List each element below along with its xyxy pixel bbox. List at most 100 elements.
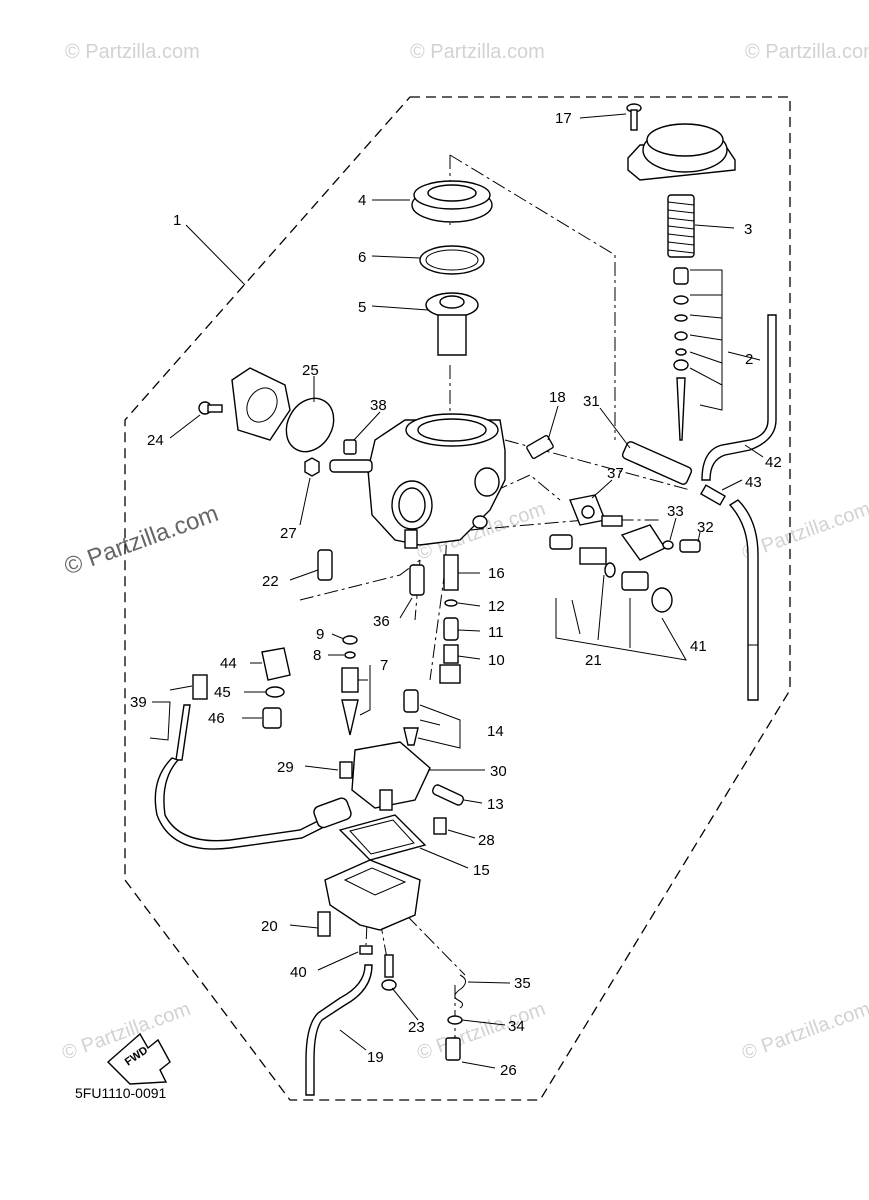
part-hose-19: [305, 964, 373, 1096]
part-screw-23: [381, 954, 397, 991]
callout-7: 7: [380, 657, 388, 674]
callout-34: 34: [508, 1018, 525, 1035]
part-8: [344, 651, 356, 659]
callout-11: 11: [488, 624, 504, 641]
callout-14: 14: [487, 723, 504, 740]
callout-30: 30: [490, 763, 507, 780]
part-pin-13: [432, 784, 464, 806]
part-screw-28: [433, 817, 447, 835]
parts-layer: FWD: [106, 103, 777, 1096]
fwd-arrow-icon: FWD: [106, 1032, 171, 1085]
part-gasket-25: [285, 397, 335, 453]
callout-42: 42: [765, 454, 782, 471]
part-screw-18: [526, 434, 554, 460]
callout-6: 6: [358, 249, 366, 266]
callout-29: 29: [277, 759, 294, 776]
part-washer-34: [447, 1015, 463, 1025]
callout-22: 22: [262, 573, 279, 590]
callout-2: 2: [745, 351, 753, 368]
callout-26: 26: [500, 1062, 517, 1079]
callout-17: 17: [555, 110, 572, 127]
watermark-text: © Partzilla.com: [65, 41, 200, 63]
part-cover-37: [569, 494, 623, 527]
part-hose-41: [728, 499, 759, 701]
callout-40: 40: [290, 964, 307, 981]
callout-8: 8: [313, 647, 321, 664]
diagram-code: 5FU1110-0091: [75, 1085, 167, 1101]
part-9: [342, 635, 358, 645]
part-spring-3: [667, 194, 695, 258]
part-12: [444, 599, 458, 607]
watermark-text: © Partzilla.com: [745, 41, 869, 63]
callout-35: 35: [514, 975, 531, 992]
watermark-text: © Partzilla.com: [414, 998, 548, 1065]
part-diaphragm-4: [411, 180, 493, 223]
part-nut-27: [304, 457, 320, 477]
callout-25: 25: [302, 362, 319, 379]
callout-18: 18: [549, 389, 566, 406]
callout-20: 20: [261, 918, 278, 935]
part-bracket-44: [261, 647, 291, 681]
callout-1: 1: [173, 212, 181, 229]
part-screw-26: [445, 1037, 461, 1061]
callout-16: 16: [488, 565, 505, 582]
part-14: [403, 689, 419, 746]
part-clip-40: [359, 945, 373, 955]
callout-44: 44: [220, 655, 237, 672]
part-screw-set-21: [549, 534, 673, 613]
callout-3: 3: [744, 221, 752, 238]
part-clip-35: [454, 974, 466, 1009]
callout-21: 21: [585, 652, 602, 669]
part-plug-38: [343, 439, 357, 455]
part-10b: [439, 664, 461, 684]
part-cable-39: [154, 674, 352, 850]
callout-43: 43: [745, 474, 762, 491]
part-10: [443, 644, 459, 664]
part-36: [409, 564, 425, 596]
part-cap-cover: [627, 123, 736, 181]
part-joint-43: [700, 484, 726, 506]
part-hose-42: [701, 314, 777, 481]
callout-9: 9: [316, 626, 324, 643]
callout-labels: 1 2 3 4 5 6 7 8 9 10 11 12 13 14 15 16 1…: [130, 110, 782, 1079]
part-46: [262, 707, 282, 729]
callout-38: 38: [370, 397, 387, 414]
part-plate: [231, 367, 291, 441]
callout-5: 5: [358, 299, 366, 316]
part-22: [317, 549, 333, 581]
part-screw-17: [626, 103, 642, 131]
callout-32: 32: [697, 519, 714, 536]
callout-15: 15: [473, 862, 490, 879]
part-7: [341, 667, 359, 736]
callout-23: 23: [408, 1019, 425, 1036]
callout-19: 19: [367, 1049, 384, 1066]
part-oring-6: [419, 245, 485, 275]
part-piston-5: [425, 292, 479, 356]
part-cover-small: [620, 524, 701, 561]
part-washer-45: [265, 686, 285, 698]
callout-36: 36: [373, 613, 390, 630]
callout-31: 31: [583, 393, 600, 410]
callout-33: 33: [667, 503, 684, 520]
callout-45: 45: [214, 684, 231, 701]
callout-39: 39: [130, 694, 147, 711]
callout-27: 27: [280, 525, 297, 542]
part-throttle-30: [351, 741, 431, 811]
assembly-outline: [124, 96, 791, 1101]
part-16: [443, 554, 459, 591]
leader-lines: [149, 113, 764, 1069]
callout-41: 41: [690, 638, 707, 655]
part-screw-20: [317, 911, 331, 937]
part-tube-31: [621, 441, 693, 485]
part-screw-29: [339, 761, 353, 779]
callout-37: 37: [607, 465, 624, 482]
part-carburetor-body: [329, 413, 506, 549]
part-screw-24: [198, 401, 223, 415]
watermark-text: © Partzilla.com: [61, 500, 222, 581]
watermark-text: © Partzilla.com: [410, 41, 545, 63]
part-needle-set-2: [673, 267, 689, 441]
watermark-text: © Partzilla.com: [739, 998, 869, 1065]
callout-46: 46: [208, 710, 225, 727]
